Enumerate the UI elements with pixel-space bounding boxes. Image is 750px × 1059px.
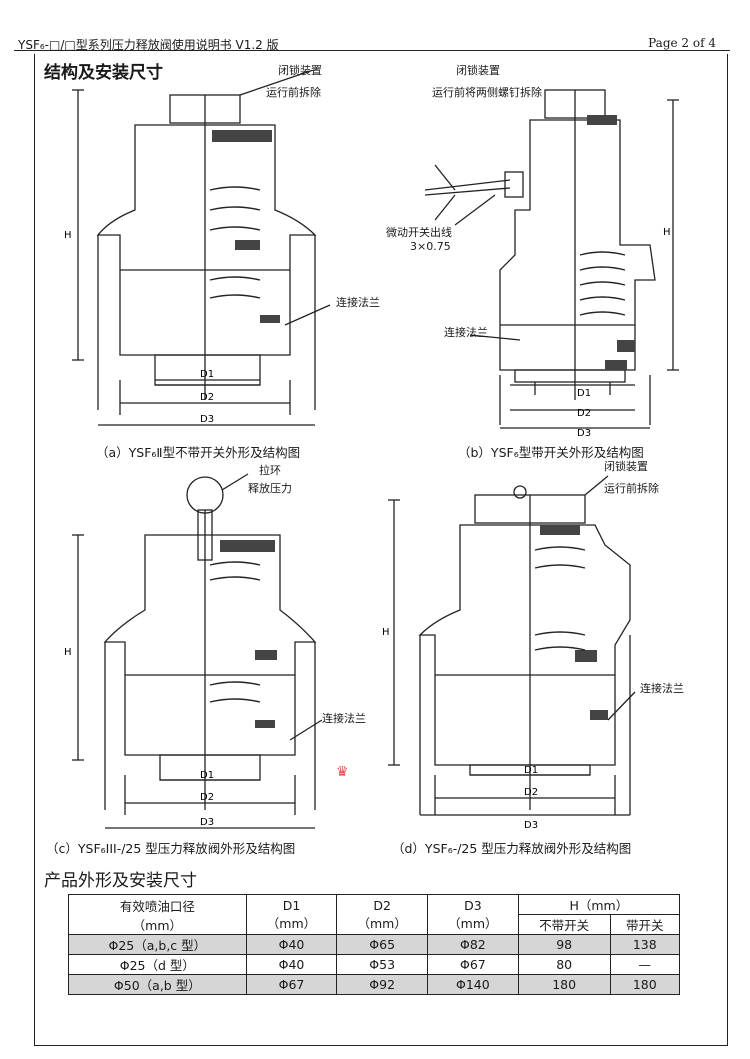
dimension-table: 有效喷油口径（mm） D1（mm） D2（mm） D3（mm） H（mm） 不带…	[68, 894, 681, 995]
figure-d-caption: （d）YSF₆-/25 型压力释放阀外形及结构图	[392, 841, 632, 856]
table-cell: Φ67	[427, 954, 519, 975]
table-cell: Φ40	[245, 954, 338, 975]
figure-d-d1-label: D1	[524, 765, 538, 776]
figure-b-d3-label: D3	[577, 428, 591, 439]
figure-d-drawing: H D1 D2 D3	[382, 475, 636, 831]
figure-a-note-lock: 闭锁装置	[278, 64, 322, 77]
table-cell: 180	[609, 974, 681, 995]
table-cell: 180	[517, 974, 611, 995]
page-header: YSF₆-□/□型系列压力释放阀使用说明书 V1.2 版 Page 2 of 4	[0, 0, 750, 52]
figure-a-flange: 连接法兰	[336, 296, 380, 309]
crown-stamp-icon: ♛	[336, 764, 349, 780]
figure-a-h-label: H	[64, 230, 72, 241]
figure-d-d3-label: D3	[524, 820, 538, 831]
header-rule	[14, 50, 730, 51]
table-cell: 80	[517, 954, 611, 975]
figure-b-drawing: H D1 D2 D3	[424, 89, 679, 439]
table-header-row: 有效喷油口径（mm） D1（mm） D2（mm） D3（mm） H（mm）	[68, 894, 681, 935]
figure-a-note-remove: 运行前拆除	[266, 86, 321, 99]
figure-c-note-ring: 拉环	[259, 464, 281, 477]
figure-d-note-lock: 闭锁装置	[604, 460, 648, 473]
figure-d-note-remove: 运行前拆除	[604, 482, 659, 495]
figure-c-d3-label: D3	[200, 817, 214, 828]
figure-b-d1-label: D1	[577, 388, 591, 399]
table-cell: 138	[609, 934, 681, 955]
figure-d-flange: 连接法兰	[640, 682, 684, 695]
table-cell: Φ53	[336, 954, 429, 975]
table-cell: Φ25（d 型）	[68, 954, 247, 975]
figure-b-caption: （b）YSF₆型带开关外形及结构图	[458, 445, 644, 460]
header-h-with-switch: 带开关	[609, 914, 681, 935]
table-cell: Φ40	[245, 934, 338, 955]
figure-b-cable: 3×0.75	[410, 240, 451, 253]
header-d2: D2（mm）	[336, 894, 429, 935]
figure-c-h-label: H	[64, 647, 72, 658]
figure-b-note-remove: 运行前将两侧螺钉拆除	[432, 86, 542, 99]
figure-c-drawing: H D1 D2 D3	[64, 473, 323, 829]
figure-c-caption: （c）YSF₆III-/25 型压力释放阀外形及结构图	[46, 841, 296, 856]
header-d3: D3（mm）	[427, 894, 519, 935]
figure-a-drawing: H D1 D2 D3	[64, 70, 331, 426]
table-cell: Φ140	[427, 974, 519, 995]
figure-c-d1-label: D1	[200, 770, 214, 781]
table-cell: Φ67	[245, 974, 338, 995]
table-cell: Φ92	[336, 974, 429, 995]
document-title: YSF₆-□/□型系列压力释放阀使用说明书 V1.2 版	[18, 38, 279, 52]
section-title-structure: 结构及安装尺寸	[44, 63, 163, 83]
figure-a-d3-label: D3	[200, 414, 214, 425]
table-subheader-row: 不带开关 带开关	[69, 914, 681, 935]
figure-a-d1-label: D1	[200, 369, 214, 380]
table-row: Φ50（a,b 型） Φ67 Φ92 Φ140 180 180	[68, 974, 681, 995]
header-h-no-switch: 不带开关	[517, 914, 611, 935]
header-caliber: 有效喷油口径（mm）	[68, 894, 247, 935]
figure-d-h-label: H	[382, 627, 390, 638]
section-title-product: 产品外形及安装尺寸	[44, 871, 197, 891]
header-h: H（mm）	[517, 894, 681, 915]
figure-d-d2-label: D2	[524, 787, 538, 798]
header-d1: D1（mm）	[245, 894, 338, 935]
table-cell: Φ25（a,b,c 型）	[68, 934, 247, 955]
figure-c-d2-label: D2	[200, 792, 214, 803]
page-frame	[34, 54, 728, 1046]
figure-b-d2-label: D2	[577, 408, 591, 419]
figure-b-note-lock: 闭锁装置	[456, 64, 500, 77]
figure-c-note-release: 释放压力	[248, 482, 292, 495]
table-cell: 98	[517, 934, 611, 955]
figure-b-h-label: H	[663, 227, 671, 238]
figure-a-caption: （a）YSF₆Ⅱ型不带开关外形及结构图	[96, 445, 301, 460]
table-cell: Φ50（a,b 型）	[68, 974, 247, 995]
page-number: Page 2 of 4	[648, 36, 716, 50]
table-cell: Φ82	[427, 934, 519, 955]
table-cell: Φ65	[336, 934, 429, 955]
table-cell: —	[609, 954, 681, 975]
table-row: Φ25（d 型） Φ40 Φ53 Φ67 80 —	[68, 954, 681, 975]
table-row: Φ25（a,b,c 型） Φ40 Φ65 Φ82 98 138	[68, 934, 681, 955]
figure-c-flange: 连接法兰	[322, 712, 366, 725]
figure-b-switch: 微动开关出线	[386, 226, 452, 239]
figure-b-flange: 连接法兰	[444, 326, 488, 339]
figure-a-d2-label: D2	[200, 392, 214, 403]
